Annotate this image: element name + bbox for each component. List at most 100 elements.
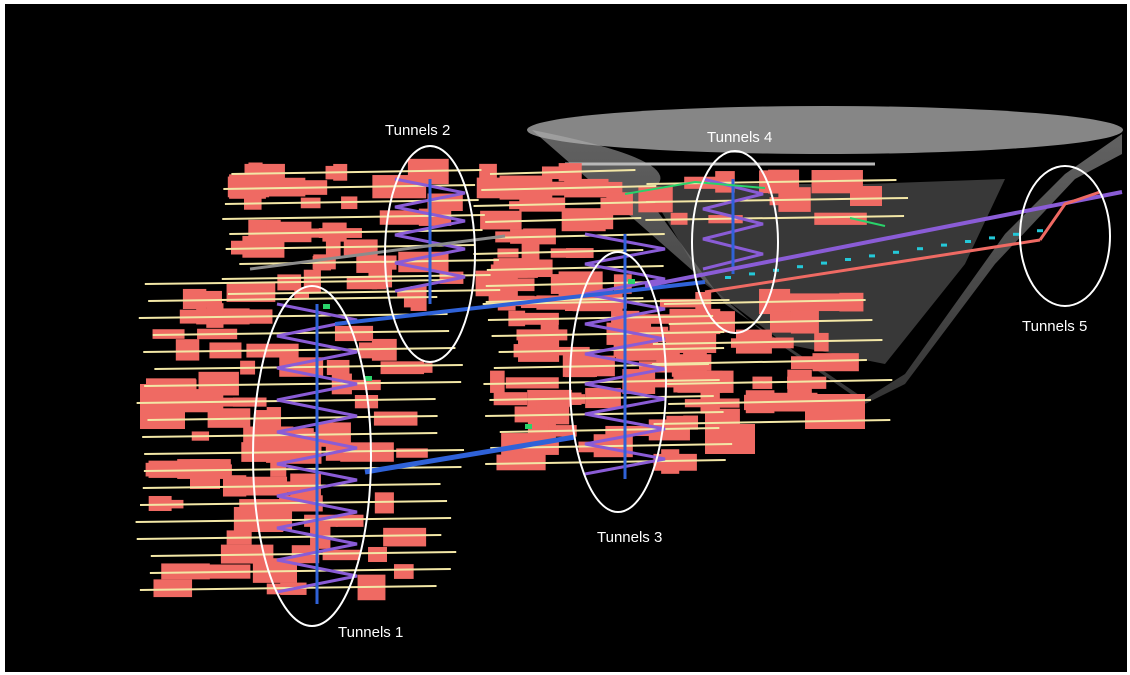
level-drive bbox=[487, 315, 714, 321]
stope-block bbox=[400, 363, 433, 373]
level-drive bbox=[136, 534, 442, 540]
stope-block bbox=[334, 325, 374, 342]
level-drive bbox=[143, 347, 456, 353]
cyan-marker bbox=[941, 243, 947, 247]
connector-tunnel bbox=[364, 434, 576, 475]
stope-block bbox=[176, 389, 224, 413]
ramp-lines bbox=[276, 177, 764, 604]
level-drive bbox=[668, 319, 873, 325]
stope-block bbox=[393, 564, 414, 579]
level-drive bbox=[144, 449, 465, 455]
stope-block bbox=[206, 303, 224, 328]
stope-block bbox=[814, 332, 829, 352]
stope-block bbox=[226, 282, 276, 302]
green-marker bbox=[365, 376, 372, 381]
tunnel-highlight-ellipse bbox=[384, 145, 476, 363]
level-drive bbox=[485, 217, 642, 223]
level-drive bbox=[481, 185, 657, 191]
stope-block bbox=[789, 293, 841, 312]
connector-tunnel bbox=[249, 234, 506, 271]
level-drive bbox=[485, 459, 726, 465]
stope-block bbox=[242, 235, 285, 258]
label-tunnels-5: Tunnels 5 bbox=[1022, 318, 1087, 335]
cyan-marker bbox=[965, 240, 971, 243]
stope-block bbox=[373, 411, 418, 426]
stope-block bbox=[396, 448, 428, 458]
cyan-marker bbox=[845, 258, 851, 261]
cyan-marker bbox=[797, 265, 803, 269]
stope-block bbox=[480, 210, 522, 230]
green-marker bbox=[525, 424, 532, 429]
connector-lines bbox=[249, 180, 1123, 475]
stope-block bbox=[335, 514, 364, 527]
cyan-marker bbox=[821, 261, 827, 265]
level-drive bbox=[227, 289, 501, 295]
stope-block bbox=[850, 186, 882, 206]
stope-block bbox=[826, 353, 845, 371]
cyan-marker bbox=[893, 250, 899, 254]
stope-block bbox=[497, 289, 516, 311]
level-drive bbox=[224, 199, 479, 205]
level-drive bbox=[499, 427, 720, 433]
stope-block bbox=[368, 546, 387, 563]
connector-tunnel bbox=[334, 280, 706, 326]
stope-block bbox=[148, 460, 201, 478]
stope-block bbox=[374, 492, 394, 514]
level-drive bbox=[663, 299, 866, 305]
cyan-marker bbox=[749, 272, 755, 276]
cyan-marker bbox=[725, 276, 731, 279]
label-tunnels-3: Tunnels 3 bbox=[597, 529, 662, 546]
mine-scene-frame: Tunnels 1 Tunnels 2 Tunnels 3 Tunnels 4 … bbox=[5, 4, 1127, 672]
connector-tunnel bbox=[624, 180, 766, 195]
level-drive bbox=[229, 229, 483, 235]
level-drive bbox=[154, 364, 463, 370]
level-drive bbox=[667, 379, 893, 385]
stope-block bbox=[227, 176, 270, 198]
stope-block bbox=[787, 376, 827, 389]
stope-block bbox=[805, 394, 865, 429]
cyan-marker bbox=[989, 236, 995, 240]
level-drive bbox=[652, 359, 867, 365]
level-drive bbox=[149, 568, 451, 574]
stope-block bbox=[490, 370, 505, 393]
level-drive bbox=[645, 215, 905, 221]
connector-tunnel bbox=[704, 238, 1041, 294]
stope-block bbox=[153, 579, 193, 598]
level-drive bbox=[493, 363, 710, 369]
stope-block bbox=[140, 384, 185, 429]
level-drive bbox=[139, 500, 448, 506]
level-drive bbox=[485, 411, 724, 417]
stope-block bbox=[761, 337, 794, 349]
stope-block bbox=[479, 163, 497, 181]
level-drive bbox=[490, 443, 733, 449]
level-drive bbox=[147, 415, 438, 421]
level-drive bbox=[135, 517, 452, 523]
label-tunnels-2: Tunnels 2 bbox=[385, 122, 450, 139]
level-drive bbox=[221, 274, 491, 280]
stope-block bbox=[161, 563, 210, 580]
level-drive bbox=[486, 265, 664, 271]
level-drive bbox=[144, 381, 462, 387]
stope-block bbox=[605, 425, 656, 437]
spiral-ramp bbox=[584, 232, 666, 476]
tunnel-highlights bbox=[252, 145, 1111, 627]
stope-block bbox=[148, 495, 172, 512]
level-drive bbox=[473, 201, 656, 207]
stope-block bbox=[348, 379, 381, 391]
level-drive bbox=[473, 249, 644, 255]
stope-block bbox=[839, 292, 864, 312]
level-drive bbox=[142, 483, 441, 489]
level-drive bbox=[144, 279, 452, 285]
cyan-marker bbox=[917, 247, 923, 251]
stope-block bbox=[397, 289, 417, 298]
open-pit-cone bbox=[527, 106, 1123, 404]
stope-block bbox=[623, 314, 676, 324]
tunnel-labels: Tunnels 1 Tunnels 2 Tunnels 3 Tunnels 4 … bbox=[338, 122, 1087, 641]
label-tunnels-1: Tunnels 1 bbox=[338, 624, 403, 641]
level-drive bbox=[485, 233, 665, 239]
spiral-ramp bbox=[394, 177, 466, 293]
stope-block bbox=[625, 378, 677, 388]
connector-tunnel bbox=[849, 217, 886, 227]
stope-block bbox=[354, 395, 379, 409]
stope-block bbox=[383, 527, 427, 547]
